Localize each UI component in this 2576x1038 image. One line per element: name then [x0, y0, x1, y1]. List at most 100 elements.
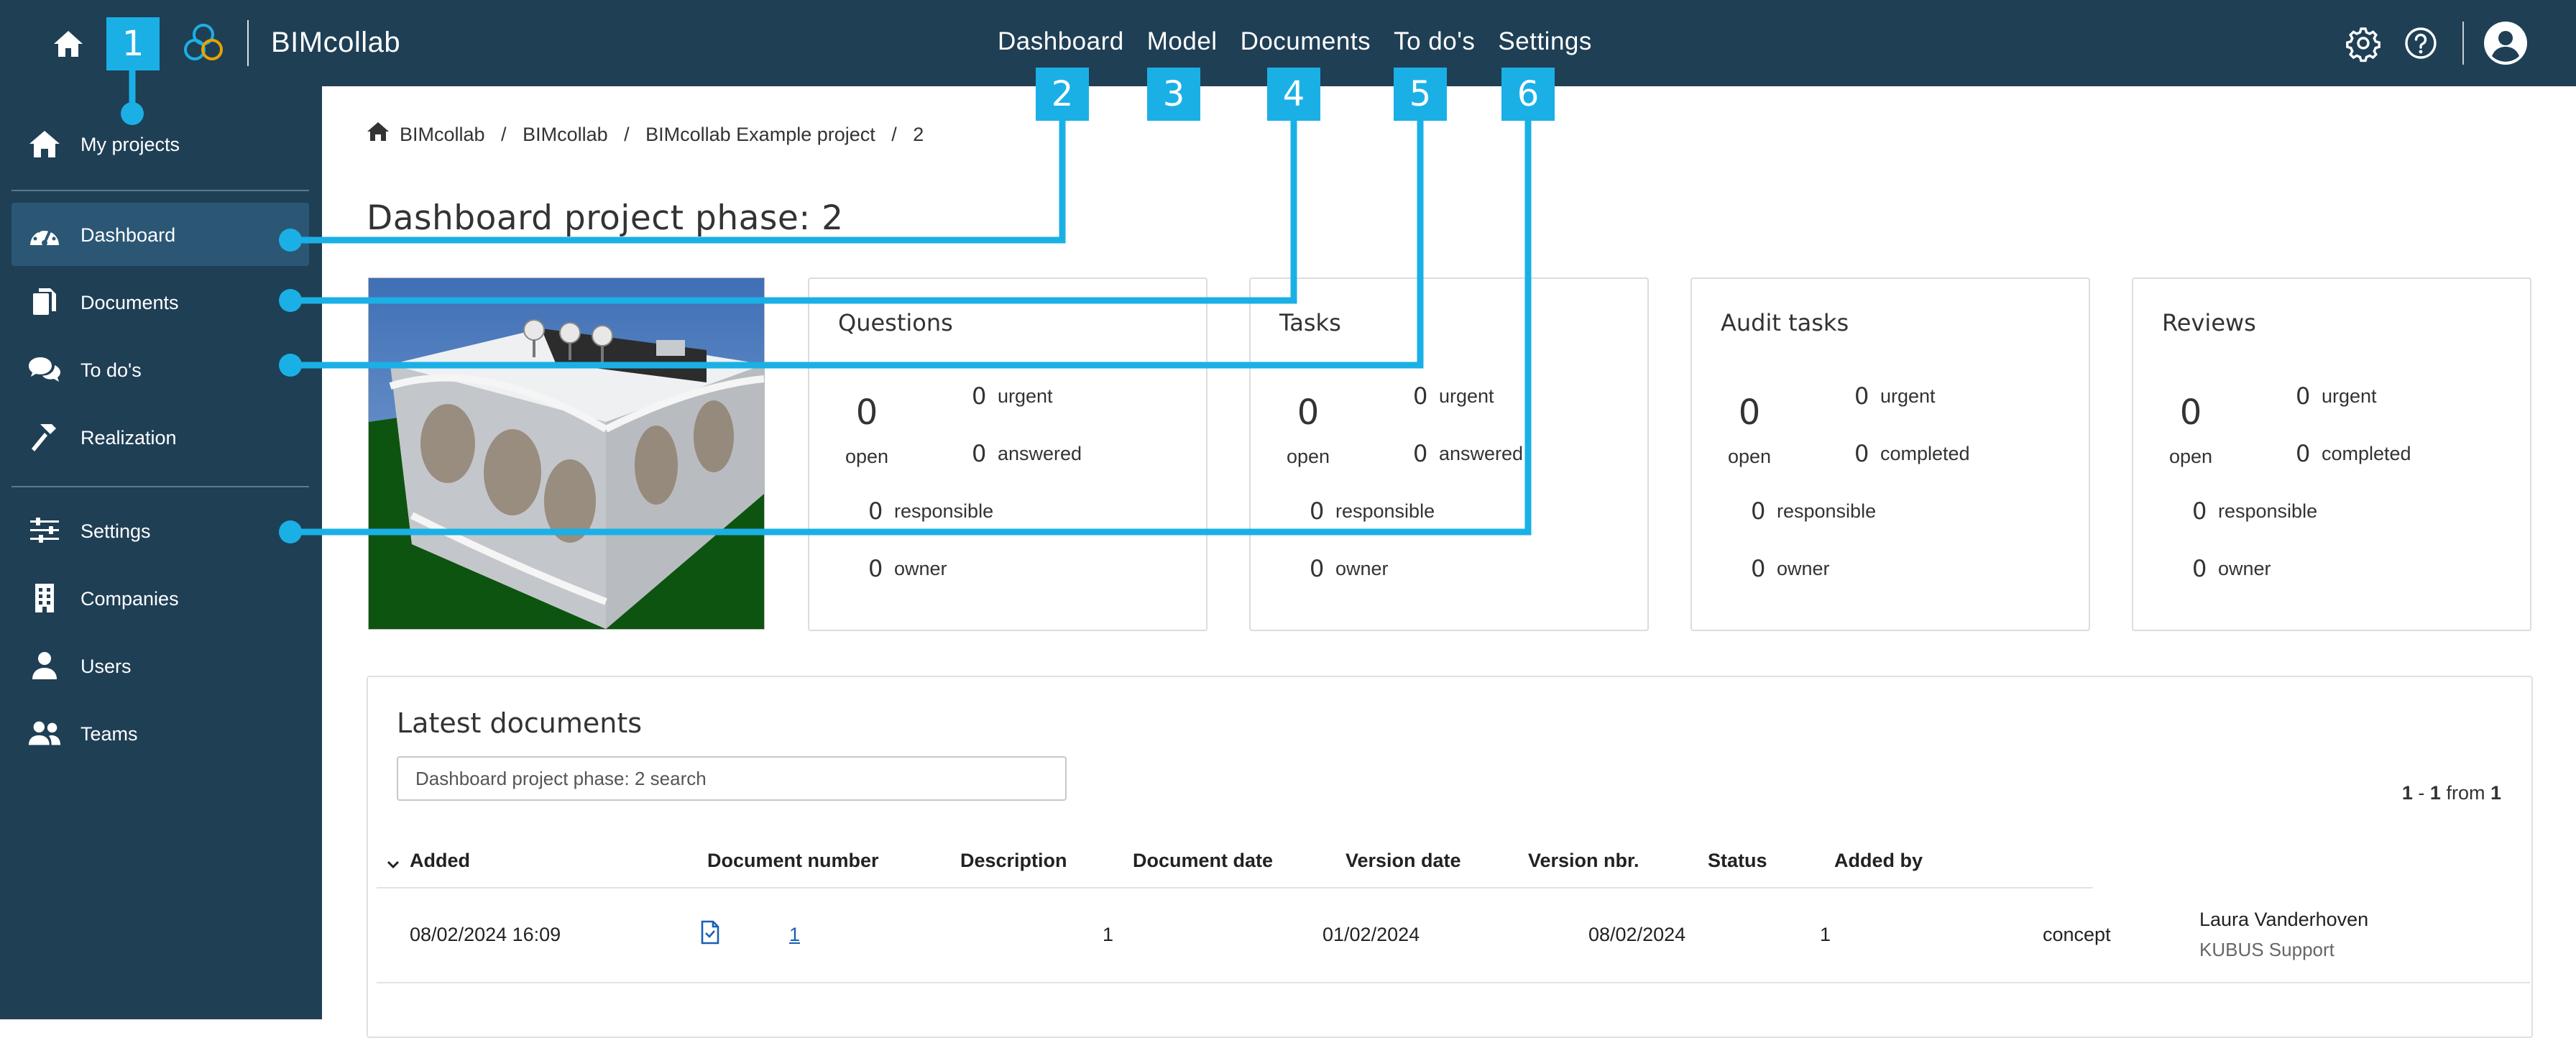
cell-document-date: 01/02/2024 — [1322, 924, 1420, 945]
table-header-divider — [377, 887, 2093, 888]
document-file-icon[interactable] — [700, 920, 720, 950]
sidebar-divider — [12, 190, 309, 191]
breadcrumb-item[interactable]: BIMcollab Example project — [645, 124, 875, 145]
callout-badge-5: 5 — [1394, 68, 1447, 121]
gear-icon[interactable] — [2342, 22, 2385, 65]
sidebar-item-todos[interactable]: To do's — [12, 338, 309, 401]
open-count: 0 — [1297, 392, 1320, 433]
help-icon[interactable] — [2399, 22, 2442, 65]
open-label: open — [845, 446, 889, 467]
column-header-added[interactable]: Added — [410, 850, 470, 871]
answered-count: 0 — [1413, 440, 1428, 467]
cell-description: 1 — [1103, 924, 1114, 945]
breadcrumb-item[interactable]: BIMcollab — [400, 124, 485, 145]
sidebar-item-my-projects[interactable]: My projects — [12, 112, 309, 175]
sidebar-item-companies[interactable]: Companies — [12, 566, 309, 630]
callout-badge-6: 6 — [1501, 68, 1555, 121]
user-avatar-icon[interactable] — [2483, 20, 2529, 66]
questions-card[interactable]: Questions 0 open 0 urgent 0 answered 0 r… — [808, 277, 1208, 631]
latest-documents-title: Latest documents — [397, 707, 643, 739]
chevron-down-icon[interactable] — [387, 853, 400, 875]
breadcrumb-item[interactable]: BIMcollab — [523, 124, 608, 145]
hammer-icon — [27, 420, 62, 454]
cell-status: concept — [2043, 924, 2111, 945]
urgent-count: 0 — [1854, 382, 1869, 410]
responsible-label: responsible — [2218, 500, 2318, 522]
urgent-count: 0 — [2296, 382, 2311, 410]
sidebar-item-documents[interactable]: Documents — [12, 270, 309, 334]
cell-version-nbr: 1 — [1820, 924, 1831, 945]
sidebar-item-label: Users — [80, 656, 132, 677]
owner-label: owner — [1777, 558, 1830, 579]
nav-documents[interactable]: Documents — [1240, 27, 1371, 55]
top-separator-right — [2462, 22, 2464, 65]
document-number-link[interactable]: 1 — [789, 924, 801, 945]
callout-badge-2: 2 — [1036, 68, 1089, 121]
pagination-info: 1 - 1 from 1 — [2402, 782, 2501, 804]
owner-label: owner — [894, 558, 947, 579]
column-header-version-nbr[interactable]: Version nbr. — [1528, 850, 1639, 871]
cell-added: 08/02/2024 16:09 — [410, 924, 561, 945]
breadcrumb-home-icon[interactable] — [367, 121, 390, 144]
open-label: open — [1286, 446, 1330, 467]
user-icon — [27, 648, 62, 683]
column-header-status[interactable]: Status — [1708, 850, 1767, 871]
completed-label: completed — [1880, 443, 1970, 464]
card-title: Questions — [838, 309, 953, 336]
breadcrumb-separator: / — [484, 124, 523, 145]
pager-to: 1 — [2429, 782, 2441, 804]
open-label: open — [2168, 446, 2213, 467]
sidebar-item-teams[interactable]: Teams — [12, 702, 309, 765]
gauge-icon — [27, 217, 62, 252]
chat-bubbles-icon — [27, 352, 62, 387]
breadcrumb-current: 2 — [913, 124, 924, 145]
urgent-count: 0 — [1413, 382, 1428, 410]
home-icon — [54, 31, 83, 57]
sidebar-item-users[interactable]: Users — [12, 634, 309, 697]
responsible-count: 0 — [1751, 497, 1766, 525]
nav-dashboard[interactable]: Dashboard — [998, 27, 1124, 55]
sidebar-item-settings[interactable]: Settings — [12, 499, 309, 562]
callout-badge-3: 3 — [1147, 68, 1200, 121]
column-header-description[interactable]: Description — [960, 850, 1067, 871]
tasks-card[interactable]: Tasks 0 open 0 urgent 0 answered 0 respo… — [1249, 277, 1649, 631]
column-header-document-date[interactable]: Document date — [1133, 850, 1274, 871]
open-label: open — [1727, 446, 1772, 467]
owner-count: 0 — [868, 555, 883, 582]
owner-count: 0 — [1310, 555, 1325, 582]
pager-from-word: from — [2440, 782, 2490, 804]
reviews-card[interactable]: Reviews 0 open 0 urgent 0 completed 0 re… — [2132, 277, 2531, 631]
column-header-version-date[interactable]: Version date — [1346, 850, 1461, 871]
callout-badge-4: 4 — [1267, 68, 1320, 121]
sidebar-item-dashboard[interactable]: Dashboard — [12, 203, 309, 266]
open-count: 0 — [855, 392, 878, 433]
nav-todos[interactable]: To do's — [1394, 27, 1476, 55]
sidebar: My projects Dashboard Documents — [0, 86, 322, 1019]
nav-settings[interactable]: Settings — [1498, 27, 1592, 55]
breadcrumb-separator: / — [875, 124, 914, 145]
breadcrumb-separator: / — [607, 124, 646, 145]
completed-label: completed — [2322, 443, 2411, 464]
callout-badge-1: 1 — [106, 17, 160, 70]
audit-tasks-card[interactable]: Audit tasks 0 open 0 urgent 0 completed … — [1690, 277, 2090, 631]
model-thumbnail[interactable] — [368, 277, 765, 630]
answered-count: 0 — [972, 440, 987, 467]
home-icon — [27, 127, 62, 161]
pager-total: 1 — [2490, 782, 2501, 804]
nav-model[interactable]: Model — [1146, 27, 1218, 55]
column-header-document-number[interactable]: Document number — [707, 850, 879, 871]
responsible-label: responsible — [1335, 500, 1435, 522]
cell-added-by-name: Laura Vanderhoven — [2199, 909, 2369, 930]
owner-label: owner — [2218, 558, 2271, 579]
sidebar-item-label: Companies — [80, 588, 179, 610]
document-search-input[interactable] — [397, 756, 1067, 801]
sidebar-item-label: Settings — [80, 520, 151, 542]
sidebar-item-label: Teams — [80, 723, 138, 745]
home-button[interactable] — [43, 19, 93, 69]
sidebar-item-realization[interactable]: Realization — [12, 405, 309, 469]
urgent-label: urgent — [1880, 385, 1936, 407]
column-header-added-by[interactable]: Added by — [1834, 850, 1923, 871]
main-nav: Dashboard Model Documents To do's Settin… — [998, 27, 1592, 56]
sliders-icon — [27, 513, 62, 548]
